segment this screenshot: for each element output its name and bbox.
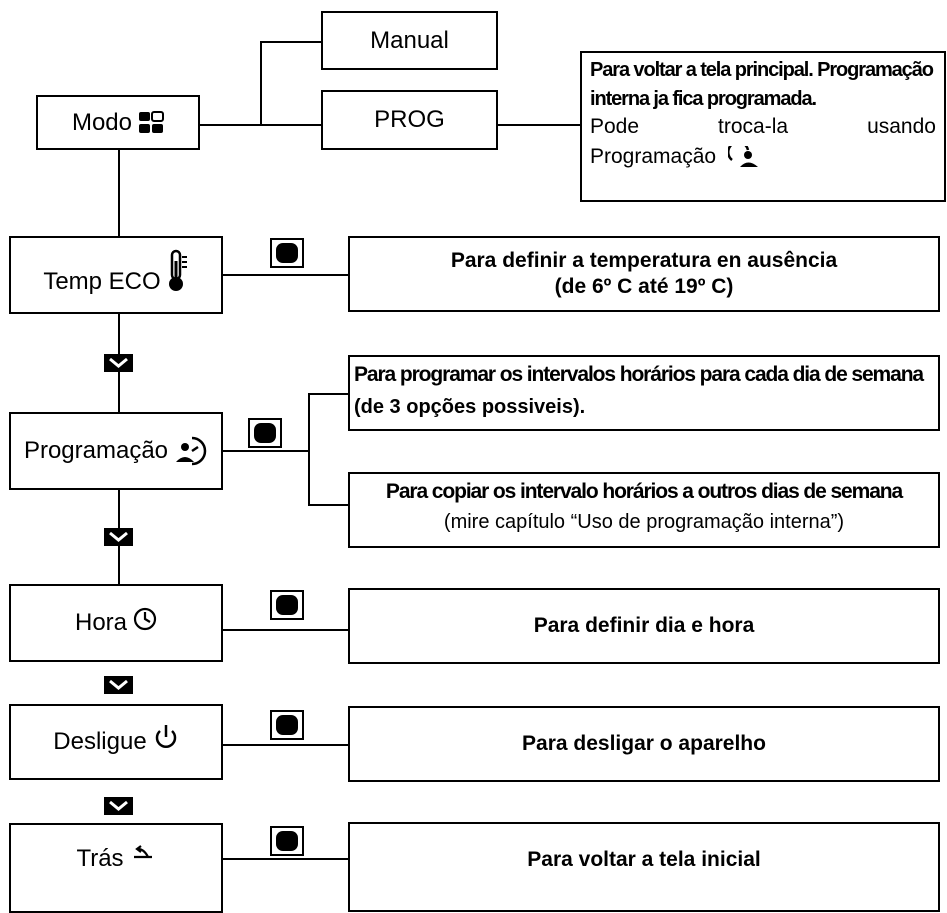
- prog-intervals-line1: Para programar os intervalos horários pa…: [354, 363, 924, 386]
- ok-button-icon[interactable]: [270, 238, 304, 268]
- program-icon: [176, 436, 207, 466]
- tras-note: Para voltar a tela inicial: [348, 822, 940, 912]
- desligue-box: Desligue: [9, 704, 223, 780]
- connector: [223, 450, 309, 452]
- thermometer-icon: [168, 249, 187, 291]
- temp-eco-box: Temp ECO: [9, 236, 223, 314]
- desligue-note: Para desligar o aparelho: [348, 706, 940, 782]
- tras-label: Trás: [76, 845, 124, 872]
- connector: [498, 124, 580, 126]
- temp-eco-label: Temp ECO: [43, 268, 161, 295]
- ok-button-icon[interactable]: [270, 710, 304, 740]
- prog-note-line3: Pode troca-la usando: [590, 115, 936, 139]
- chevron-down-icon: [104, 797, 133, 815]
- clock-icon: [133, 607, 157, 631]
- grid-icon: [139, 110, 165, 133]
- manual-box: Manual: [321, 11, 498, 70]
- prog-intervals-line2: (de 3 opções possiveis).: [354, 396, 586, 418]
- connector: [308, 393, 349, 395]
- prog-intervals-note: Para programar os intervalos horários pa…: [348, 355, 940, 431]
- connector: [308, 393, 310, 505]
- prog-note: Para voltar a tela principal. Programaçã…: [580, 51, 946, 202]
- connector: [223, 274, 349, 276]
- connector: [223, 744, 349, 746]
- connector: [200, 124, 322, 126]
- modo-label: Modo: [71, 108, 133, 136]
- temp-eco-note: Para definir a temperatura en ausência (…: [348, 236, 940, 312]
- connector: [118, 314, 120, 354]
- connector: [118, 546, 120, 584]
- power-icon: [155, 725, 176, 748]
- desligue-label: Desligue: [53, 728, 147, 755]
- chevron-down-icon: [104, 354, 133, 372]
- connector: [118, 490, 120, 528]
- programacao-label: Programação: [23, 437, 169, 464]
- connector: [260, 41, 262, 125]
- connector: [308, 504, 349, 506]
- ok-button-icon[interactable]: [270, 826, 304, 856]
- modo-box: Modo: [36, 95, 200, 150]
- prog-note-word: usando: [867, 115, 936, 138]
- connector: [118, 150, 120, 236]
- ok-button-icon[interactable]: [270, 590, 304, 620]
- desligue-note-text: Para desligar o aparelho: [522, 731, 766, 755]
- tras-box: Trás: [9, 823, 223, 913]
- ok-button-icon[interactable]: [248, 418, 282, 448]
- chevron-down-icon: [104, 528, 133, 546]
- hora-note-text: Para definir dia e hora: [533, 613, 755, 637]
- temp-eco-note-line1: Para definir a temperatura en ausência: [450, 248, 838, 272]
- prog-note-line1: Para voltar a tela principal. Programaçã…: [590, 59, 934, 81]
- back-icon: [133, 845, 152, 859]
- prog-copy-line1: Para copiar os intervalo horários a outr…: [385, 480, 903, 503]
- prog-copy-line2: (mire capítulo “Uso de programação inter…: [443, 511, 845, 533]
- prog-note-line4: Programação: [590, 145, 936, 169]
- manual-label: Manual: [370, 26, 449, 54]
- temp-eco-note-line2: (de 6º C até 19º C): [554, 275, 734, 298]
- prog-box: PROG: [321, 90, 498, 150]
- connector: [223, 629, 349, 631]
- tras-note-text: Para voltar a tela inicial: [527, 847, 761, 871]
- hora-box: Hora: [9, 584, 223, 662]
- program-person-icon: [727, 146, 758, 168]
- programacao-box: Programação: [9, 412, 223, 490]
- hora-label: Hora: [74, 609, 128, 636]
- prog-note-label: Programação: [590, 145, 717, 168]
- prog-note-word: Pode: [590, 115, 640, 138]
- prog-note-word: troca-la: [718, 115, 789, 138]
- connector: [260, 41, 322, 43]
- hora-note: Para definir dia e hora: [348, 588, 940, 664]
- prog-copy-note: Para copiar os intervalo horários a outr…: [348, 472, 940, 548]
- prog-label: PROG: [374, 106, 445, 133]
- prog-note-line2: interna ja fica programada.: [590, 88, 817, 110]
- chevron-down-icon: [104, 676, 133, 694]
- connector: [223, 858, 349, 860]
- connector: [118, 372, 120, 412]
